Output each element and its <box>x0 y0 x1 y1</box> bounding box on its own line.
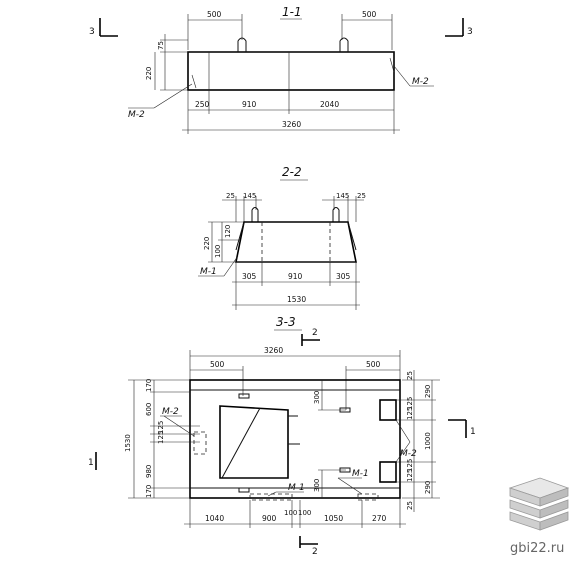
dim-label: 125 <box>406 459 414 472</box>
dim-label-total: 1530 <box>287 295 306 304</box>
lifting-loop-right <box>332 207 340 222</box>
dim-label: 900 <box>262 514 277 523</box>
cut-label-right: 3 <box>467 27 473 37</box>
slab-plan-outline <box>189 379 401 499</box>
lifting-loop-left <box>237 37 247 52</box>
dim-label: 250 <box>195 100 210 109</box>
cut-label-top: 2 <box>312 328 318 338</box>
embed-plate <box>238 393 250 399</box>
dim-label: 75 <box>157 41 165 50</box>
dim-label: 290 <box>424 481 432 494</box>
opening-diagonal <box>221 407 261 479</box>
cut-label-left: 3 <box>89 27 95 37</box>
section-1-1: 1-1 3 3 500 500 75 220 <box>89 5 473 134</box>
opening <box>219 405 289 479</box>
dim-label: 25 <box>226 192 235 200</box>
logo-layer-top-right <box>539 487 569 507</box>
dim-label: 100 <box>298 509 311 517</box>
mark-label: M-1 <box>200 267 217 277</box>
watermark-logo: gbi22.ru <box>508 477 570 556</box>
dim-label-total: 3260 <box>264 346 283 355</box>
watermark-text: gbi22.ru <box>510 541 564 556</box>
mark-label: M-2 <box>412 77 429 87</box>
section-3-3-plan: 3-3 2 2 1 1 3260 500 500 <box>88 315 476 557</box>
dim-label: 120 <box>224 225 232 238</box>
dim-label: 25 <box>406 501 414 510</box>
dim-label: 910 <box>288 272 303 281</box>
dim-label: 125 <box>157 421 165 434</box>
dim-label: 1040 <box>205 514 224 523</box>
dim-label: 100 <box>284 509 297 517</box>
lifting-loop-left <box>251 207 259 222</box>
embed-m2-right-bottom <box>379 461 397 483</box>
dim-label: 100 <box>214 245 222 258</box>
dim-label: 25 <box>406 371 414 380</box>
logo-layer-bottom-right <box>539 511 569 531</box>
dim-label: 600 <box>145 403 153 416</box>
logo-layer-mid-right <box>539 499 569 519</box>
cut-label-bottom: 2 <box>312 547 318 557</box>
dim-label: 1000 <box>424 432 432 450</box>
dim-label: 300 <box>313 479 321 492</box>
dim-label: 145 <box>243 192 256 200</box>
dim-label: 145 <box>336 192 349 200</box>
embed-m2-right-top <box>379 399 397 421</box>
leader-line <box>163 415 195 437</box>
dim-label: 170 <box>145 485 153 498</box>
edge-chamfer <box>347 221 357 251</box>
dim-label: 125 <box>406 469 414 482</box>
edge-chamfer <box>235 221 245 251</box>
leader-line <box>395 441 411 463</box>
leader-line <box>337 477 363 495</box>
leader-line <box>393 65 411 87</box>
section-2-2: 2-2 25 145 145 25 220 100 120 <box>198 165 366 310</box>
embed-m1-right <box>357 493 379 501</box>
mark-label: M-2 <box>128 110 145 120</box>
dim-label: 220 <box>145 67 153 80</box>
leader-line <box>267 491 277 497</box>
leader-line <box>153 83 193 109</box>
mark-label: M-2 <box>162 407 179 417</box>
dim-label: 2040 <box>320 100 339 109</box>
section-2-2-title: 2-2 <box>282 165 302 179</box>
section-3-3-title: 3-3 <box>276 315 296 329</box>
embed-m2-left <box>191 74 197 89</box>
mark-label: M-1 <box>288 483 305 493</box>
embed-m1-bottom <box>249 493 293 501</box>
dim-label: 125 <box>157 431 165 444</box>
embed-m2-left <box>193 431 207 455</box>
dim-label: 1050 <box>324 514 343 523</box>
dim-label: 170 <box>145 379 153 392</box>
dim-label: 125 <box>406 407 414 420</box>
slab-cross-section <box>235 221 357 263</box>
dim-label: 500 <box>210 360 225 369</box>
dim-label: 500 <box>366 360 381 369</box>
mark-label: M-2 <box>400 449 417 459</box>
cut-label-right: 1 <box>470 427 476 437</box>
dim-label: 500 <box>362 10 377 19</box>
section-1-1-title: 1-1 <box>282 5 302 19</box>
dim-label: 300 <box>313 391 321 404</box>
dim-label: 305 <box>242 272 257 281</box>
mark-label: M-1 <box>352 469 369 479</box>
dim-label: 220 <box>203 237 211 250</box>
embed-m2-right <box>389 57 395 73</box>
dim-label: 270 <box>372 514 387 523</box>
dim-label: 500 <box>207 10 222 19</box>
embed-plate <box>238 487 250 493</box>
lifting-loop-right <box>339 37 349 52</box>
dim-label: 25 <box>357 192 366 200</box>
dim-label-total: 1530 <box>124 434 132 452</box>
cut-label-left: 1 <box>88 458 94 468</box>
leader-line <box>223 255 239 277</box>
dim-label: 980 <box>145 465 153 478</box>
leader-line <box>395 419 411 443</box>
dim-label-total: 3260 <box>282 120 301 129</box>
dim-label: 910 <box>242 100 257 109</box>
dim-label: 290 <box>424 385 432 398</box>
dim-label: 305 <box>336 272 351 281</box>
dim-label: 125 <box>406 397 414 410</box>
slab-section-body <box>187 51 395 91</box>
